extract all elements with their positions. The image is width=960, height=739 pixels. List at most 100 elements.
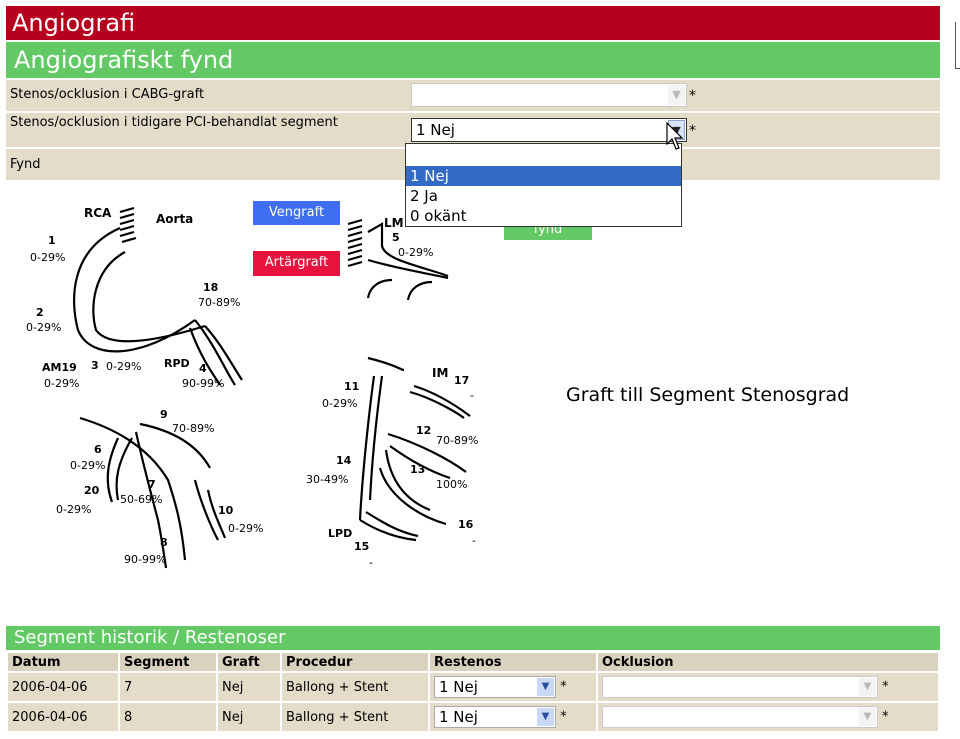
column-header-graft: Graft — [218, 653, 280, 671]
label-seg-17[interactable]: 17 — [454, 374, 470, 387]
label-pct-11: 0-29% — [322, 397, 358, 410]
ocklusion-select[interactable]: ▼ — [602, 706, 878, 728]
pci-segment-select[interactable]: 1 Nej ▼ — [411, 118, 687, 142]
label-seg-11[interactable]: 11 — [344, 380, 360, 393]
field-label: Fynd — [10, 157, 41, 172]
select-value: 1 Nej — [439, 678, 478, 696]
label-seg-8[interactable]: 8 — [160, 536, 168, 549]
label-lm[interactable]: LM — [384, 216, 404, 230]
select-value: 1 Nej — [439, 708, 478, 726]
artargraft-button[interactable]: Artärgraft — [253, 251, 340, 276]
restenos-select[interactable]: 1 Nej ▼ — [434, 676, 556, 698]
label-rca: RCA — [84, 206, 112, 220]
label-seg-20[interactable]: 20 — [84, 484, 100, 497]
cell-ocklusion: ▼ * — [598, 703, 938, 731]
select-value: 1 Nej — [416, 121, 455, 139]
chevron-down-icon[interactable]: ▼ — [859, 708, 876, 726]
pci-dropdown-list[interactable]: 1 Nej 2 Ja 0 okänt — [405, 143, 682, 227]
label-seg-16[interactable]: 16 — [458, 518, 474, 531]
label-seg-13[interactable]: 13 — [410, 463, 426, 476]
label-im[interactable]: IM — [432, 366, 449, 380]
cabg-graft-select[interactable]: ▼ — [411, 83, 687, 107]
coronary-diagram — [73, 206, 471, 569]
label-pct-5: 0-29% — [398, 246, 434, 259]
label-seg-10[interactable]: 10 — [218, 504, 234, 517]
lm-vessel — [347, 218, 449, 301]
dropdown-blank-option[interactable] — [406, 146, 681, 164]
required-mark: * — [560, 709, 567, 725]
column-header-procedur: Procedur — [282, 653, 428, 671]
label-pct-6: 0-29% — [70, 459, 106, 472]
field-label: Stenos/ocklusion i CABG-graft — [10, 87, 205, 102]
label-rpd[interactable]: RPD — [164, 357, 190, 370]
label-seg-6[interactable]: 6 — [94, 443, 102, 456]
lcx-vessel — [358, 356, 471, 542]
label-seg-14[interactable]: 14 — [336, 454, 352, 467]
label-seg-3[interactable]: 3 — [91, 359, 99, 372]
label-pct-3: 0-29% — [106, 360, 142, 373]
required-mark: * — [689, 88, 696, 104]
table-row: 2006-04-06 8 Nej Ballong + Stent 1 Nej▼ … — [8, 703, 938, 731]
dropdown-option-2-ja[interactable]: 2 Ja — [410, 187, 438, 205]
chevron-down-icon[interactable]: ▼ — [668, 85, 685, 105]
cell-datum: 2006-04-06 — [8, 703, 118, 731]
mouse-pointer-icon — [666, 122, 684, 150]
chevron-down-icon[interactable]: ▼ — [537, 708, 554, 726]
label-pct-18: 70-89% — [198, 296, 241, 309]
label-seg-5[interactable]: 5 — [392, 231, 400, 244]
label-pct-4: 90-99% — [182, 377, 225, 390]
label-pct-10: 0-29% — [228, 522, 264, 535]
lad-vessel — [79, 416, 227, 569]
graft-summary-text: Graft till Segment Stenosgrad — [566, 384, 850, 406]
restenos-select[interactable]: 1 Nej ▼ — [434, 706, 556, 728]
label-pct-8: 90-99% — [124, 553, 167, 566]
required-mark: * — [689, 123, 696, 139]
column-header-ocklusion: Ocklusion — [598, 653, 938, 671]
cell-graft: Nej — [218, 673, 280, 701]
cell-restenos: 1 Nej ▼ * — [430, 703, 596, 731]
label-seg-4[interactable]: 4 — [199, 362, 207, 375]
label-seg-2[interactable]: 2 — [36, 306, 44, 319]
required-mark: * — [560, 679, 567, 695]
required-mark: * — [882, 679, 889, 695]
cell-segment: 8 — [120, 703, 216, 731]
column-header-restenos: Restenos — [430, 653, 596, 671]
chevron-down-icon[interactable]: ▼ — [859, 678, 876, 696]
label-seg-15[interactable]: 15 — [354, 540, 370, 553]
label-pct-2: 0-29% — [26, 321, 62, 334]
ocklusion-select[interactable]: ▼ — [602, 676, 878, 698]
vengraft-button[interactable]: Vengraft — [253, 201, 340, 225]
label-seg-7[interactable]: 7 — [148, 478, 156, 491]
label-aorta: Aorta — [156, 212, 194, 226]
page-header: Angiografi — [6, 6, 940, 40]
aorta-shape — [119, 206, 137, 244]
label-pct-1: 0-29% — [30, 251, 66, 264]
label-pct-12: 70-89% — [436, 434, 479, 447]
window-edge — [955, 22, 960, 69]
label-seg-9[interactable]: 9 — [160, 408, 168, 421]
label-pct-13: 100% — [436, 478, 468, 491]
label-pct-7: 50-69% — [120, 493, 163, 506]
table-header-row: Datum Segment Graft Procedur Restenos Oc… — [8, 653, 938, 671]
label-am19[interactable]: AM19 — [42, 361, 77, 374]
label-seg-12[interactable]: 12 — [416, 424, 432, 437]
cell-graft: Nej — [218, 703, 280, 731]
dropdown-option-0-okant[interactable]: 0 okänt — [410, 207, 467, 225]
history-table: Datum Segment Graft Procedur Restenos Oc… — [6, 651, 940, 733]
label-seg-1[interactable]: 1 — [48, 234, 56, 247]
label-pct-20: 0-29% — [56, 503, 92, 516]
dropdown-option-1-nej[interactable]: 1 Nej — [406, 166, 681, 186]
required-mark: * — [882, 709, 889, 725]
label-seg-18[interactable]: 18 — [203, 281, 219, 294]
cell-restenos: 1 Nej ▼ * — [430, 673, 596, 701]
cell-datum: 2006-04-06 — [8, 673, 118, 701]
chevron-down-icon[interactable]: ▼ — [537, 678, 554, 696]
field-row-cabg: Stenos/ocklusion i CABG-graft ▼ * — [6, 80, 940, 111]
label-pct-19: 0-29% — [44, 377, 80, 390]
label-pct-9: 70-89% — [172, 422, 215, 435]
cell-procedur: Ballong + Stent — [282, 673, 428, 701]
label-lpd[interactable]: LPD — [328, 527, 353, 540]
section-header: Angiografiskt fynd — [6, 42, 940, 78]
label-pct-15: - — [369, 556, 373, 569]
label-pct-16: - — [472, 534, 476, 547]
